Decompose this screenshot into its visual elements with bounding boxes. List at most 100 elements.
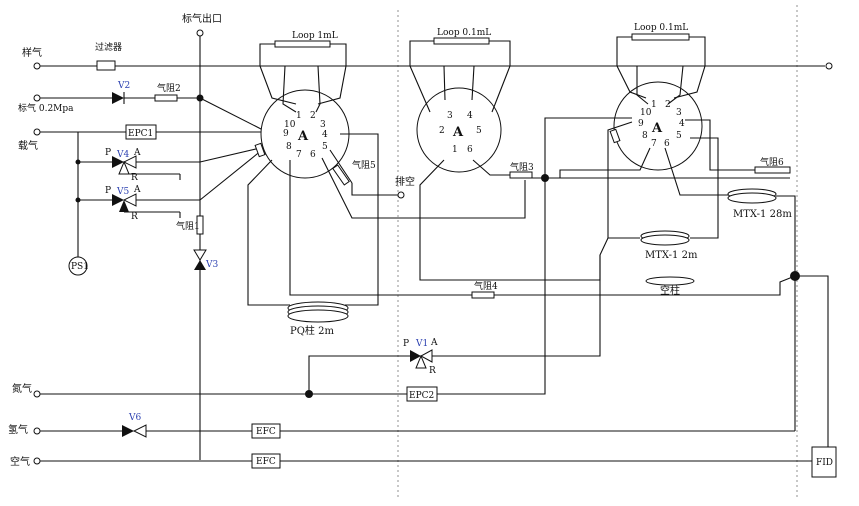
restrictor-3-label: 气阻3: [510, 161, 534, 173]
svg-text:8: 8: [642, 131, 648, 141]
svg-text:6: 6: [664, 139, 670, 149]
restrictor-6: [754, 166, 791, 174]
svg-text:A: A: [651, 121, 663, 136]
hydrogen-label: 氢气: [8, 423, 28, 436]
svg-text:9: 9: [638, 119, 644, 129]
svg-text:7: 7: [296, 150, 302, 160]
svg-text:1: 1: [651, 100, 657, 110]
ps1-sensor: [68, 256, 88, 276]
loop-2: [433, 37, 490, 45]
svg-text:3: 3: [447, 111, 453, 121]
restrictor-4: [471, 291, 495, 299]
v1-label: V1: [415, 339, 428, 349]
v3-label: V3: [205, 260, 218, 270]
svg-text:2: 2: [439, 126, 445, 136]
restrictor-4-label: 气阻4: [474, 280, 498, 292]
empty-column: [645, 276, 695, 286]
fid-detector: [811, 446, 837, 478]
svg-text:3: 3: [676, 108, 682, 118]
svg-text:4: 4: [679, 119, 685, 129]
loop-3: [631, 33, 690, 41]
std-gas-inlet-port: [33, 94, 41, 102]
svg-text:R: R: [131, 212, 138, 222]
vent-label: 排空: [395, 175, 415, 188]
filter: [96, 60, 116, 71]
svg-text:7: 7: [651, 139, 657, 149]
restrictor-5: [332, 164, 350, 186]
svg-text:P: P: [105, 186, 111, 196]
v2-label: V2: [117, 81, 130, 91]
svg-text:4: 4: [467, 111, 473, 121]
ps1-label: PS1: [71, 262, 89, 272]
restrictor-5-label: 气阻5: [352, 159, 376, 171]
v6-valve-icon: [122, 425, 134, 437]
mtx-1-28m-label: MTX-1 28m: [733, 209, 792, 220]
v5-valve-icon: [112, 194, 124, 206]
rotary-valve-1: A: [254, 89, 350, 179]
sample-gas-label: 样气: [22, 46, 42, 59]
svg-text:6: 6: [310, 150, 316, 160]
epc2-label: EPC2: [409, 391, 434, 401]
restrictor-1-label: 气阻1: [176, 220, 200, 232]
mtx-1-2m-label: MTX-1 2m: [645, 250, 698, 261]
std-gas-outlet-port: [196, 29, 204, 37]
nitrogen-inlet-port: [33, 390, 41, 398]
v1-valve-icon: [410, 350, 421, 362]
svg-text:6: 6: [467, 145, 473, 155]
svg-text:10: 10: [640, 108, 652, 118]
fid-label: FID: [816, 458, 833, 468]
sample-gas-inlet-port: [33, 62, 41, 70]
std-gas-outlet-label: 标气出口: [182, 12, 222, 25]
svg-text:R: R: [131, 173, 138, 183]
svg-text:2: 2: [310, 111, 316, 121]
loop-3-label: Loop 0.1mL: [634, 23, 688, 33]
efc-hydrogen-label: EFC: [256, 427, 276, 437]
svg-text:10: 10: [284, 120, 296, 130]
svg-text:A: A: [452, 125, 464, 140]
svg-text:5: 5: [676, 131, 682, 141]
restrictor-1: [196, 215, 204, 235]
v4-label: V4: [116, 150, 129, 160]
v2-valve-icon: [112, 92, 124, 104]
empty-column-label: 空柱: [660, 284, 680, 297]
vent-port: [397, 191, 405, 199]
svg-text:2: 2: [665, 100, 671, 110]
restrictor-2-label: 气阻2: [157, 82, 181, 94]
svg-text:A: A: [430, 338, 438, 348]
air-inlet-port: [33, 457, 41, 465]
svg-text:4: 4: [322, 130, 328, 140]
restrictor-6-label: 气阻6: [760, 156, 784, 168]
svg-text:A: A: [297, 129, 309, 144]
loop-1: [274, 40, 331, 48]
v3-valve-icon: [194, 260, 206, 270]
hydrogen-inlet-port: [33, 427, 41, 435]
svg-text:P: P: [403, 339, 409, 349]
svg-text:9: 9: [283, 129, 289, 139]
svg-text:5: 5: [322, 142, 328, 152]
efc-air-label: EFC: [256, 457, 276, 467]
epc1-label: EPC1: [128, 129, 153, 139]
svg-text:1: 1: [296, 111, 302, 121]
air-label: 空气: [10, 455, 30, 468]
svg-text:3: 3: [320, 120, 326, 130]
restrictor-2: [154, 94, 178, 102]
v4-valve-icon: [112, 156, 124, 168]
nitrogen-label: 氮气: [12, 382, 32, 395]
svg-text:R: R: [429, 366, 436, 376]
svg-text:A: A: [133, 185, 141, 195]
rotary-valve-3: A: [609, 81, 703, 171]
carrier-gas-label: 载气: [18, 139, 38, 152]
std-gas-label: 标气 0.2Mpa: [18, 102, 74, 114]
svg-text:5: 5: [476, 126, 482, 136]
rotary-valve-2: A: [416, 87, 502, 173]
svg-text:A: A: [133, 148, 141, 158]
restrictor-3: [509, 171, 533, 179]
loop-1-label: Loop 1mL: [292, 31, 338, 41]
filter-label: 过滤器: [95, 41, 122, 53]
carrier-gas-inlet-port: [33, 128, 41, 136]
v6-label: V6: [128, 413, 141, 423]
svg-text:1: 1: [452, 145, 458, 155]
pq-column-label: PQ柱 2m: [290, 324, 334, 337]
svg-text:P: P: [105, 148, 111, 158]
